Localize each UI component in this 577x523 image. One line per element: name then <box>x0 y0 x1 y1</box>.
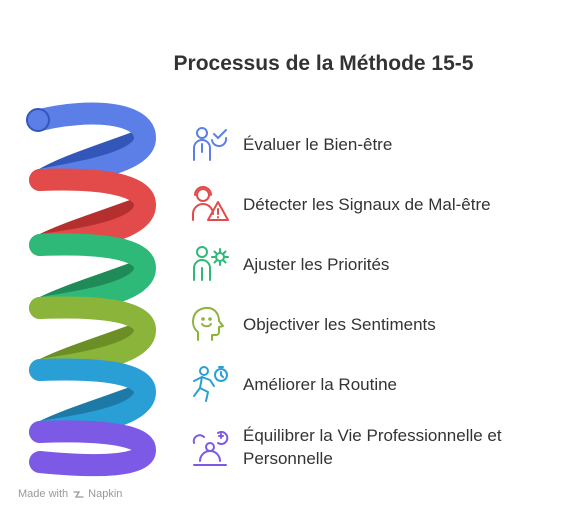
step-ajuster: Ajuster les Priorités <box>190 244 389 284</box>
diagram-title: Processus de la Méthode 15-5 <box>173 52 474 75</box>
person-gear-icon <box>193 246 229 281</box>
coil-front-purple <box>29 420 157 477</box>
step-objectiver: Objectiver les Sentiments <box>190 304 436 344</box>
step-equilibrer: Équilibrer la Vie Professionnelle et Per… <box>190 424 563 470</box>
footer-brand: Napkin <box>88 488 123 500</box>
step-label: Détecter les Signaux de Mal-être <box>243 194 491 214</box>
step-detecter: Détecter les Signaux de Mal-être <box>190 184 491 224</box>
made-with-napkin-footer: Made with Napkin <box>18 488 122 500</box>
coil-end-cap <box>26 108 50 132</box>
footer-prefix: Made with <box>18 488 69 500</box>
person-check-icon <box>193 127 228 161</box>
step-label: Équilibrer la Vie Professionnelle et Per… <box>243 426 502 468</box>
step-label: Améliorer la Routine <box>243 374 398 394</box>
step-label: Objectiver les Sentiments <box>243 314 436 334</box>
step-label: Ajuster les Priorités <box>243 254 390 274</box>
step-label: Évaluer le Bien-être <box>243 134 393 154</box>
step-evaluer: Évaluer le Bien-être <box>190 124 392 164</box>
napkin-logo-icon <box>73 490 84 498</box>
person-warning-icon <box>192 186 229 221</box>
balance-person-icon <box>192 431 229 466</box>
head-smile-icon <box>192 307 224 341</box>
running-person-icon <box>193 366 228 402</box>
step-ameliorer: Améliorer la Routine <box>190 364 397 404</box>
